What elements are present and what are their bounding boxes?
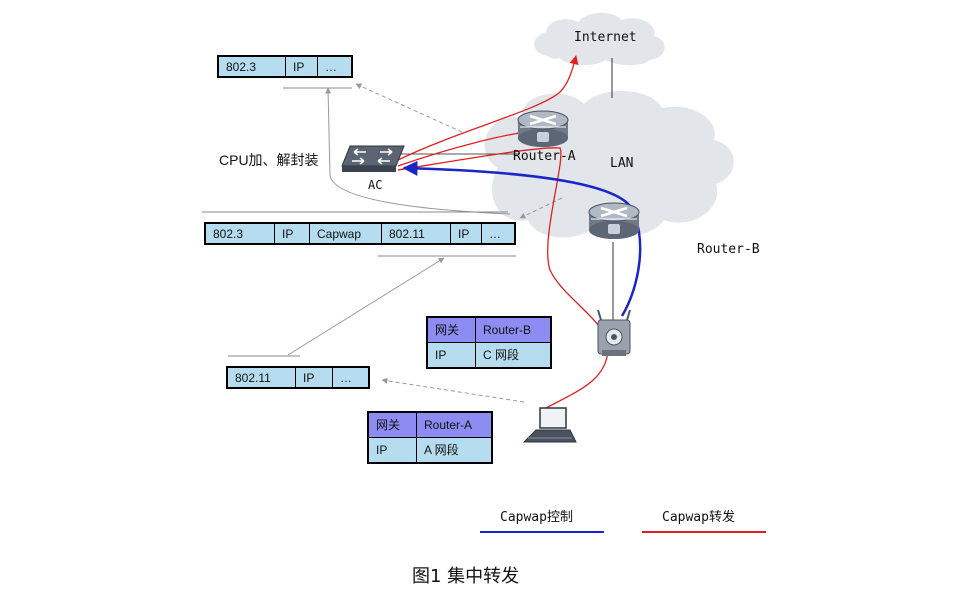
table-key: 网关	[369, 413, 417, 437]
router-b-label: Router-B	[697, 242, 760, 257]
laptop-icon	[522, 407, 577, 443]
gray-dashed-arrow-mid	[519, 197, 563, 219]
gray-dashed-arrow-top	[355, 83, 463, 133]
table-value: Router-A	[417, 413, 491, 437]
packet-field: …	[325, 60, 337, 74]
legend-control-label: Capwap控制	[500, 510, 573, 525]
packet-field: IP	[451, 224, 482, 243]
red-path-to-station	[397, 147, 609, 409]
lan-label: LAN	[610, 156, 634, 171]
table-key: IP	[428, 343, 476, 367]
packet-field: IP	[275, 224, 310, 243]
router-b-icon	[588, 202, 640, 239]
packet-field: IP	[296, 368, 333, 387]
table-value: A 网段	[417, 438, 491, 462]
gateway-table-router-a: 网关 Router-A IP A 网段	[367, 411, 493, 464]
packet-top: 802.3 IP …	[217, 55, 353, 78]
packet-field: 802.11	[382, 224, 451, 243]
packet-field: Capwap	[310, 224, 382, 243]
table-value: C 网段	[476, 343, 550, 367]
internet-cloud	[534, 12, 665, 66]
packet-field: IP	[286, 57, 318, 76]
cpu-label: CPU加、解封装	[219, 152, 319, 168]
ac-switch-icon	[341, 145, 405, 172]
ac-label: AC	[368, 178, 383, 192]
internet-label: Internet	[574, 30, 637, 45]
router-a-label: Router-A	[513, 149, 576, 164]
legend-forward-label: Capwap转发	[662, 510, 735, 525]
router-a-icon	[517, 110, 569, 147]
red-path-to-internet	[397, 55, 579, 161]
packet-field: …	[340, 371, 352, 385]
gray-dashed-arrow-bottom	[381, 377, 525, 403]
gateway-table-router-b: 网关 Router-B IP C 网段	[426, 316, 552, 369]
table-key: IP	[369, 438, 417, 462]
packet-field: 802.3	[206, 224, 275, 243]
blue-control-path	[402, 160, 642, 317]
packet-bottom: 802.11 IP …	[226, 366, 370, 389]
table-value: Router-B	[476, 318, 550, 342]
access-point-icon	[597, 309, 631, 356]
gray-arrow-diag	[287, 257, 445, 356]
packet-field: 802.3	[219, 57, 286, 76]
packet-field: …	[489, 227, 501, 241]
table-key: 网关	[428, 318, 476, 342]
packet-field: 802.11	[228, 368, 296, 387]
packet-middle: 802.3 IP Capwap 802.11 IP …	[204, 222, 516, 245]
figure-caption: 图1 集中转发	[412, 566, 520, 587]
